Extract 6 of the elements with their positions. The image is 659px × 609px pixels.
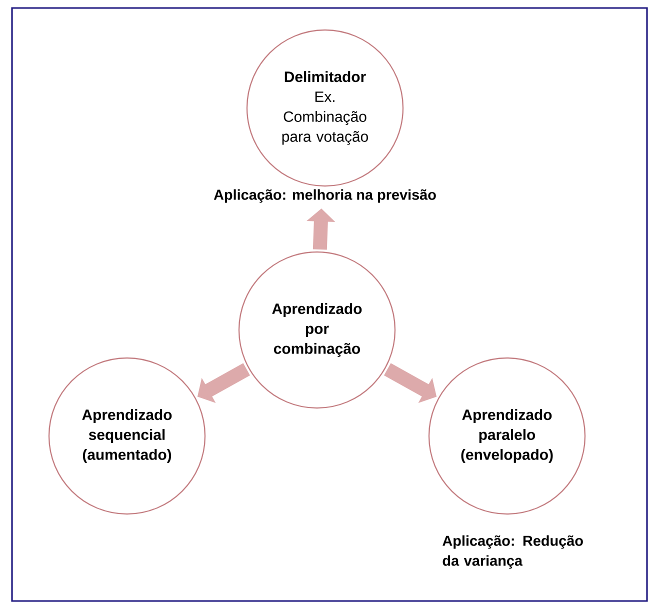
- node-label: Aplicação: melhoria na previsão: [214, 189, 436, 203]
- node-label: Aplicação: Redução da variança: [442, 535, 583, 569]
- circle-node: Aprendizado sequencial (aumentado): [48, 357, 206, 515]
- circle-node: Aprendizado por combinação: [238, 251, 396, 409]
- circle-node: Aprendizado paralelo (envelopado): [428, 357, 586, 515]
- circle-node: Delimitador Ex. Combinação para votação: [246, 29, 404, 187]
